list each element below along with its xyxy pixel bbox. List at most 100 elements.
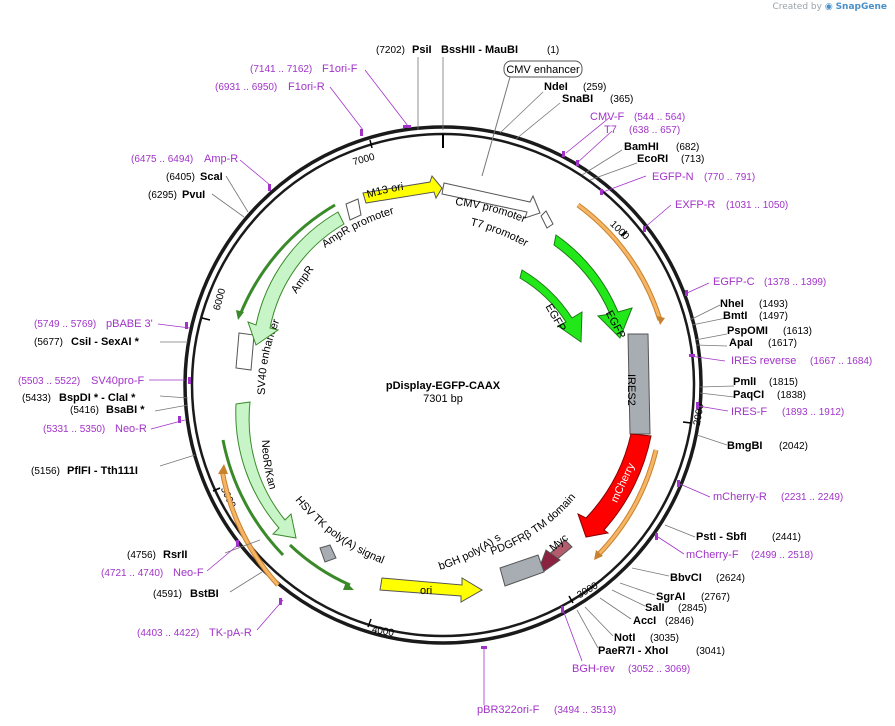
primer-bgh-rev[interactable]: BGH-rev: [572, 663, 615, 675]
enzyme-pos-bmgbi: (2042): [779, 441, 808, 452]
primer-pos-mcherry-r: (2231 .. 2249): [781, 492, 843, 503]
feature-line-hsv: [288, 543, 351, 587]
enzyme-pos-rsrii: (4756): [127, 550, 156, 561]
feature-mcherry[interactable]: [577, 433, 652, 538]
enzyme-psti[interactable]: PstI - SbfI: [696, 531, 747, 543]
enzyme-paer7i[interactable]: PaeR7I - XhoI: [598, 645, 668, 657]
feature-ampr[interactable]: [247, 211, 345, 346]
enzyme-snabi[interactable]: SnaBI: [562, 93, 593, 105]
feature-label-cmv-enhancer: CMV enhancer: [506, 64, 580, 76]
plasmid-length: 7301 bp: [423, 393, 463, 405]
enzyme-apai[interactable]: ApaI: [729, 337, 753, 349]
enzyme-bbvci[interactable]: BbvCI: [670, 572, 702, 584]
enzyme-ecori[interactable]: EcoRI: [637, 153, 668, 165]
enzyme-pspomi[interactable]: PspOMI: [727, 325, 768, 337]
enzyme-pvui[interactable]: PvuI: [182, 189, 205, 201]
primer-pos-neo-r: (5331 .. 5350): [43, 424, 105, 435]
enzyme-psi[interactable]: PsiI: [412, 44, 432, 56]
enzyme-noti[interactable]: NotI: [614, 632, 635, 644]
tick-label-6000: 6000: [212, 287, 228, 312]
primer-pos-ires-f: (1893 .. 1912): [782, 407, 844, 418]
enzyme-nhei[interactable]: NheI: [720, 298, 744, 310]
feature-hsv-tk-polya[interactable]: [319, 544, 337, 563]
primer-egfp-c[interactable]: EGFP-C: [713, 276, 755, 288]
enzyme-bspdi[interactable]: BspDI * - ClaI *: [59, 392, 136, 404]
primer-pos-egfp-n: (770 .. 791): [704, 172, 755, 183]
enzyme-rsrii[interactable]: RsrII: [163, 549, 187, 561]
feature-egfp-inner[interactable]: [519, 269, 583, 343]
primer-amp-r[interactable]: Amp-R: [204, 153, 238, 165]
enzyme-pos-sali: (2845): [678, 603, 707, 614]
enzyme-bamhi[interactable]: BamHI: [624, 141, 659, 153]
feature-ampr-promoter[interactable]: [345, 198, 362, 221]
primer-pos-pbr322ori-f: (3494 .. 3513): [554, 705, 616, 716]
primer-t7[interactable]: T7: [604, 124, 617, 136]
enzyme-pos-acci: (2846): [665, 616, 694, 627]
primer-neo-f[interactable]: Neo-F: [173, 567, 204, 579]
primer-pos-f1ori-f: (7141 .. 7162): [250, 64, 312, 75]
enzyme-pos-pspomi: (1613): [783, 326, 812, 337]
tick-5000: [212, 487, 221, 492]
credit-prefix: Created by: [772, 2, 822, 12]
primer-pbr322ori-f[interactable]: pBR322ori-F: [477, 704, 540, 716]
enzyme-scai[interactable]: ScaI: [200, 171, 223, 183]
feature-sv40-enhancer[interactable]: [235, 332, 255, 371]
feature-m13-ori[interactable]: [362, 174, 443, 204]
cmv-enhancer-box: [503, 60, 583, 78]
enzyme-sali[interactable]: SalI: [645, 602, 665, 614]
enzyme-sgrai[interactable]: SgrAI: [656, 591, 685, 603]
enzyme-acci[interactable]: AccI: [633, 615, 656, 627]
primer-ires-f[interactable]: IRES-F: [731, 406, 767, 418]
enzyme-pos-ecori: (713): [681, 154, 704, 165]
enzyme-bmgbi[interactable]: BmgBI: [727, 440, 762, 452]
snapgene-credit: Created by ◉ SnapGene: [772, 2, 887, 12]
feature-ires2[interactable]: [627, 333, 651, 435]
primer-markers: [178, 125, 699, 649]
primer-tk-pa-r[interactable]: TK-pA-R: [209, 627, 252, 639]
enzyme-pos-bamhi: (682): [676, 142, 699, 153]
feature-line-neo: [221, 439, 285, 557]
enzyme-pflfi[interactable]: PflFI - Tth111I: [67, 465, 138, 477]
feature-line-ampr: [238, 203, 336, 316]
feature-label-ires2: IRES2: [625, 374, 637, 406]
primer-pbabe3[interactable]: pBABE 3': [106, 318, 153, 330]
feature-bgh-polya[interactable]: [499, 554, 545, 587]
feature-t7-promoter[interactable]: [540, 210, 554, 229]
primer-pos-tk-pa-r: (4403 .. 4422): [137, 628, 199, 639]
enzyme-ndei[interactable]: NdeI: [544, 81, 568, 93]
primer-f1ori-r[interactable]: F1ori-R: [288, 81, 325, 93]
feature-egfp-outer[interactable]: [553, 234, 633, 339]
primer-egfp-n[interactable]: EGFP-N: [652, 171, 694, 183]
enzyme-bstbi[interactable]: BstBI: [190, 588, 219, 600]
enzyme-pos-pvui: (6295): [148, 190, 177, 201]
enzyme-leaders: [154, 57, 735, 649]
feature-ori[interactable]: [379, 577, 483, 603]
primer-pos-amp-r: (6475 .. 6494): [131, 154, 193, 165]
enzyme-bmti[interactable]: BmtI: [723, 310, 747, 322]
enzyme-pos-bmti: (1497): [759, 311, 788, 322]
enzyme-pos-bsabi: (5416): [70, 405, 99, 416]
tick-label-7000: 7000: [352, 152, 377, 168]
primer-mcherry-f[interactable]: mCherry-F: [686, 549, 739, 561]
primer-cmv-f[interactable]: CMV-F: [590, 111, 625, 123]
enzyme-pos-apai: (1617): [768, 338, 797, 349]
tick-4000: [367, 618, 372, 628]
enzyme-bsshii[interactable]: BssHII - MauBI: [441, 44, 518, 56]
primer-exfp-r[interactable]: EXFP-R: [675, 199, 715, 211]
primer-pos-t7: (638 .. 657): [629, 125, 680, 136]
primer-sv40pro-f[interactable]: SV40pro-F: [91, 375, 144, 387]
enzyme-pos-psti: (2441): [772, 532, 801, 543]
enzyme-pmli[interactable]: PmlI: [733, 376, 756, 388]
primer-f1ori-f[interactable]: F1ori-F: [322, 63, 358, 75]
primer-pos-ires-reverse: (1667 .. 1684): [810, 356, 872, 367]
enzyme-bsabi[interactable]: BsaBI *: [106, 404, 145, 416]
primer-ires-reverse[interactable]: IRES reverse: [731, 355, 796, 367]
feature-cmv-promoter[interactable]: [441, 182, 541, 219]
enzyme-paqci[interactable]: PaqCI: [733, 389, 764, 401]
primer-neo-r[interactable]: Neo-R: [115, 423, 147, 435]
primer-pos-mcherry-f: (2499 .. 2518): [751, 550, 813, 561]
enzyme-pos-scai: (6405): [166, 172, 195, 183]
feature-neor-kanr[interactable]: [235, 401, 297, 539]
enzyme-csii[interactable]: CsiI - SexAI *: [71, 336, 140, 348]
primer-mcherry-r[interactable]: mCherry-R: [713, 491, 767, 503]
